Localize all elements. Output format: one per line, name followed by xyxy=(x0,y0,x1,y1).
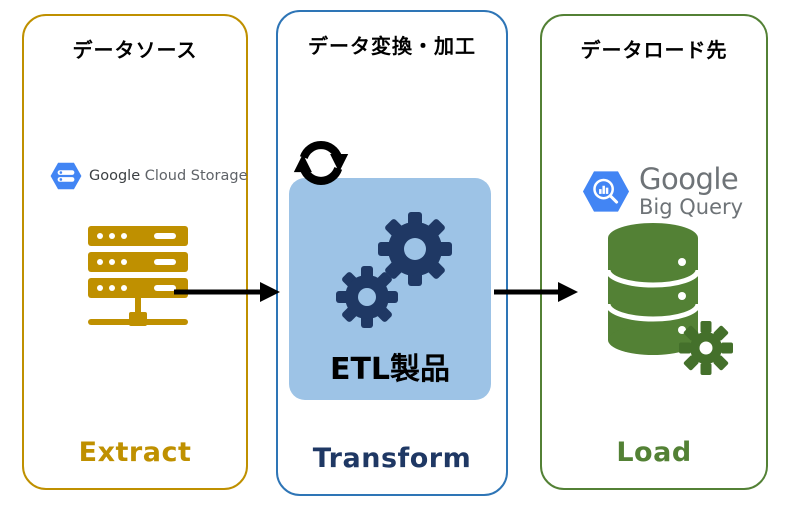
etl-product-label: ETL製品 xyxy=(329,352,451,387)
panel-load: データロード先 Google Big Query xyxy=(540,14,768,490)
panel-extract-title: データソース xyxy=(72,38,198,62)
server-rack-icon xyxy=(88,226,188,326)
bigquery-logo-text: Google Big Query xyxy=(639,162,744,220)
panel-extract: データソース Google Cloud Storage xyxy=(22,14,248,490)
bigquery-logo: Google Big Query xyxy=(582,164,743,218)
panel-transform: データ変換・加工 xyxy=(276,10,508,496)
etl-product-box: ETL製品 xyxy=(289,178,491,400)
gears-icon xyxy=(336,212,452,328)
bigquery-logo-line1: Google xyxy=(639,162,739,196)
load-label: Load xyxy=(616,437,692,468)
arrow-transform-to-load xyxy=(494,282,578,302)
cloud-storage-logo-text: Google Cloud Storage xyxy=(89,168,248,184)
gear-icon xyxy=(679,321,733,375)
panel-transform-title: データ変換・加工 xyxy=(308,34,476,58)
cloud-storage-logo: Google Cloud Storage xyxy=(50,162,248,190)
cloud-storage-logo-suffix: Cloud Storage xyxy=(144,168,248,184)
arrow-extract-to-transform xyxy=(174,282,280,302)
cloud-storage-logo-prefix: Google xyxy=(89,168,141,184)
bigquery-hexagon-icon xyxy=(582,171,630,212)
extract-label: Extract xyxy=(78,437,192,468)
sync-arrows-icon xyxy=(293,141,349,185)
cloud-storage-hexagon-icon xyxy=(50,162,82,190)
bigquery-logo-line2: Big Query xyxy=(639,195,744,220)
transform-label: Transform xyxy=(312,443,472,474)
database-cylinder-icon xyxy=(606,223,700,355)
panel-load-title: データロード先 xyxy=(580,38,728,62)
